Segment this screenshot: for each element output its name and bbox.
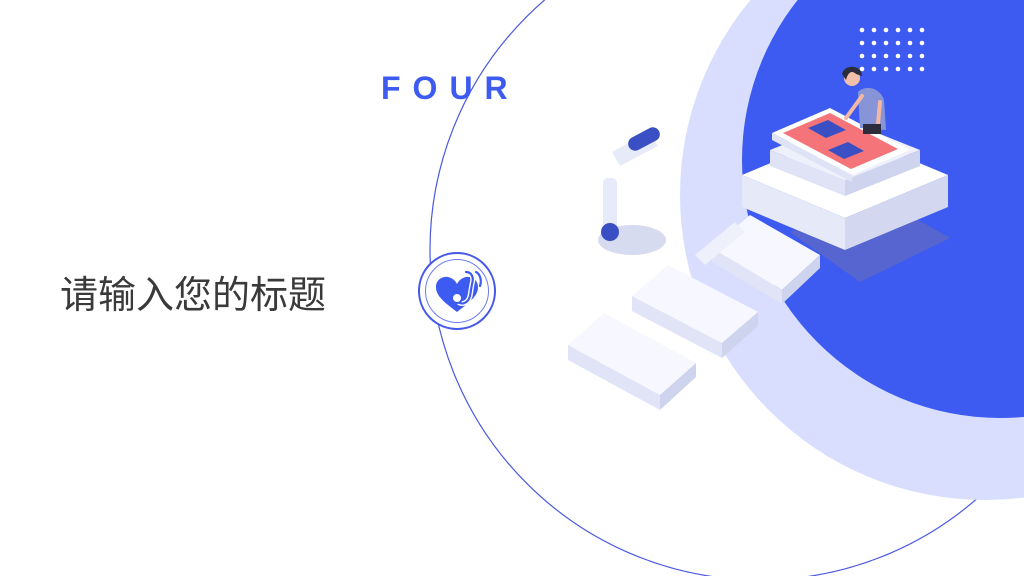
badge-circle xyxy=(418,252,496,330)
tablet-illustration xyxy=(772,108,910,182)
heart-stethoscope-icon xyxy=(436,269,482,312)
badge-inner-ring xyxy=(425,259,489,323)
person-illustration xyxy=(842,66,886,134)
lamp-illustration xyxy=(598,127,666,255)
page-title: 请输入您的标题 xyxy=(60,273,327,317)
stair-step-2 xyxy=(632,265,758,358)
stair-step-3 xyxy=(568,313,696,410)
section-number: FOUR xyxy=(381,70,520,106)
outline-arc xyxy=(429,0,1024,576)
dot-grid-decoration xyxy=(859,27,925,72)
stair-step-1 xyxy=(695,215,820,304)
